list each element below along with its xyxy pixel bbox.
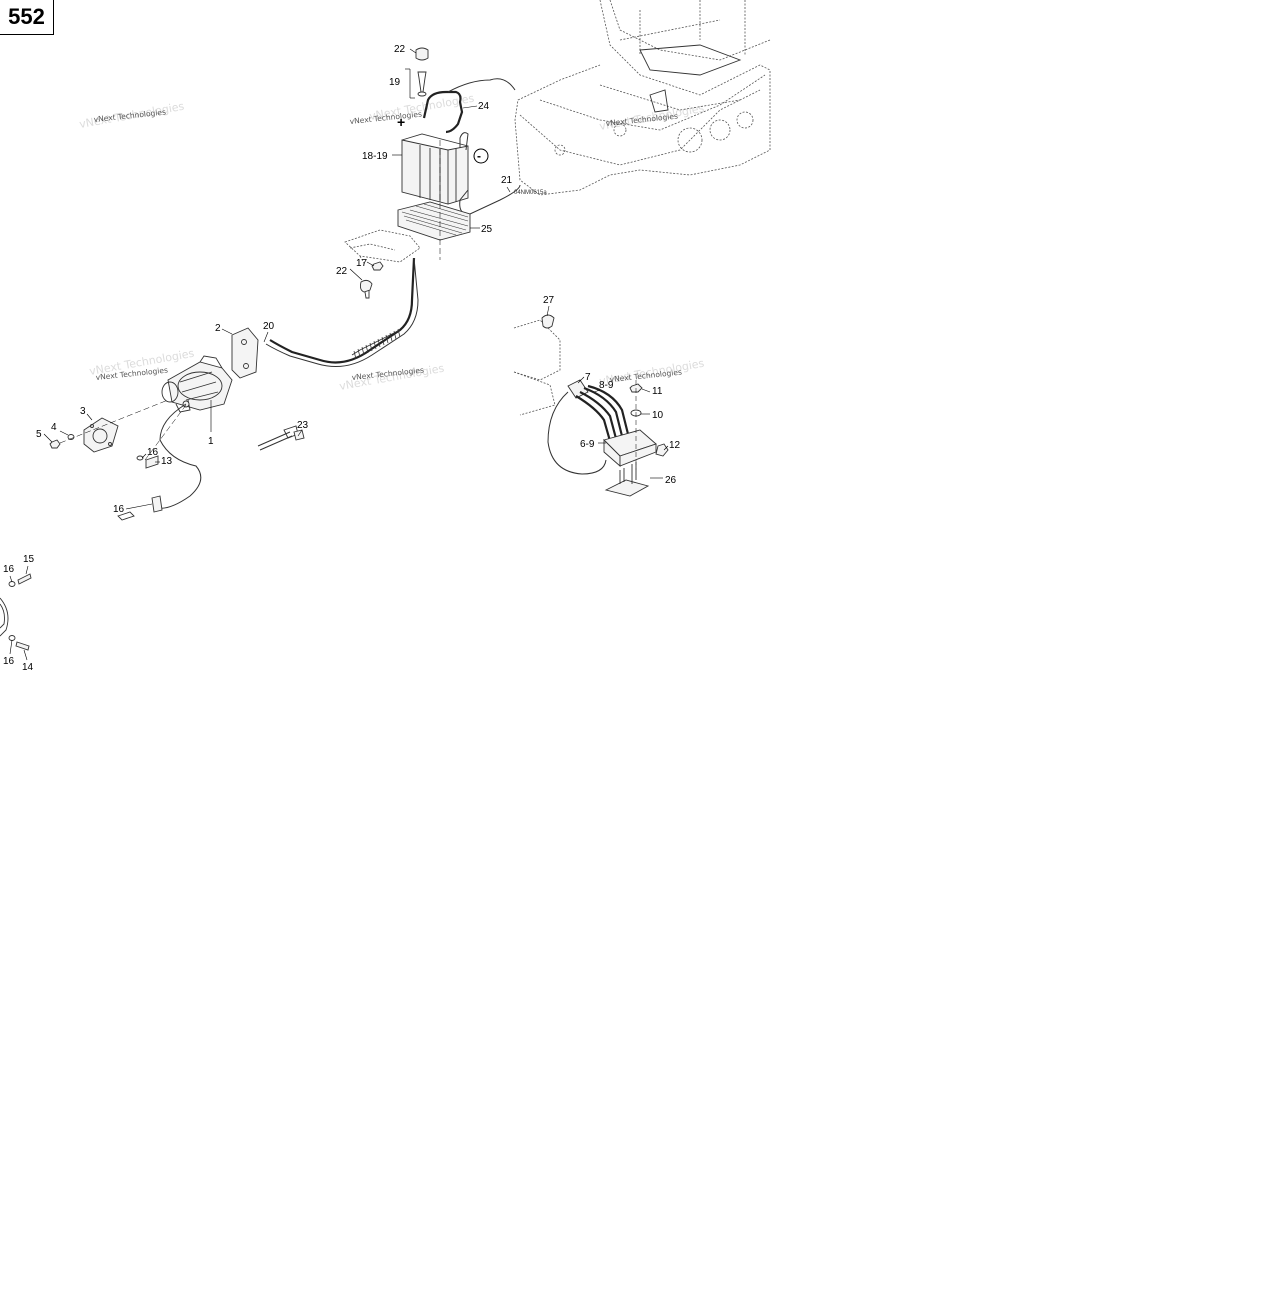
battery <box>401 139 469 205</box>
negative-cable-terminal <box>459 132 469 151</box>
chassis-frame <box>514 0 771 196</box>
starter-bracket <box>231 327 259 379</box>
bolt <box>145 455 159 469</box>
callout-16: 16 <box>113 504 125 515</box>
callout-2: 2 <box>215 323 221 334</box>
callout-1: 1 <box>208 436 214 447</box>
leader-lines <box>9 48 669 661</box>
nut <box>371 261 384 271</box>
callout-19: 19 <box>389 77 401 88</box>
callout-17: 17 <box>356 258 368 269</box>
washer <box>67 434 75 440</box>
callout-11: 11 <box>652 386 663 397</box>
callout-21: 21 <box>501 175 513 186</box>
nut <box>655 443 669 457</box>
negative-terminal-symbol: - <box>477 149 481 163</box>
callout-6-9: 6-9 <box>580 439 595 450</box>
callout-22: 22 <box>394 44 406 55</box>
terminal-cap <box>359 279 373 293</box>
page-number: 552 <box>8 4 45 29</box>
side-mount-fragment <box>0 573 32 651</box>
callout-18-19: 18-19 <box>362 151 388 162</box>
nut <box>49 439 61 449</box>
terminal-bolt <box>417 71 427 93</box>
starter-gasket <box>83 417 119 453</box>
negative-terminal-circle <box>473 148 489 164</box>
callout-20: 20 <box>263 321 275 332</box>
protective-cap <box>541 314 555 329</box>
callout-3: 3 <box>80 406 86 417</box>
callout-10: 10 <box>652 410 664 421</box>
figure-code: 04NM0615a <box>514 190 547 196</box>
callout-8-9: 8-9 <box>599 380 614 391</box>
callout-5: 5 <box>36 429 42 440</box>
washer <box>136 455 144 461</box>
starter-motor-assembly <box>49 327 259 521</box>
callout-13: 13 <box>161 456 173 467</box>
callout-26: 26 <box>665 475 677 486</box>
callout-4: 4 <box>51 422 57 433</box>
positive-terminal-symbol: + <box>397 114 405 130</box>
callout-27: 27 <box>543 295 555 306</box>
bolt <box>15 641 30 651</box>
bolt <box>17 573 32 585</box>
battery-assembly: + - <box>344 47 521 299</box>
callout-22: 22 <box>336 266 348 277</box>
callout-16: 16 <box>3 656 15 667</box>
callout-24: 24 <box>478 101 490 112</box>
callout-14: 14 <box>22 662 34 673</box>
callout-16: 16 <box>3 564 15 575</box>
stud-plate <box>604 479 650 497</box>
callout-16: 16 <box>147 447 159 458</box>
callout-15: 15 <box>23 554 35 565</box>
callout-23: 23 <box>297 420 309 431</box>
page-number-box: 552 <box>0 0 54 35</box>
positive-battery-cable <box>422 90 464 134</box>
starter-motor <box>167 361 233 411</box>
callout-labels: 22 19 24 18-19 21 25 17 22 2 20 3 4 5 1 … <box>3 44 681 673</box>
callout-7: 7 <box>585 372 591 383</box>
callout-25: 25 <box>481 224 493 235</box>
terminal-cap <box>415 47 429 61</box>
starter-cable <box>265 257 419 367</box>
voltage-regulator-assembly <box>513 314 669 497</box>
cable-clip <box>151 495 163 513</box>
callout-12: 12 <box>669 440 681 451</box>
